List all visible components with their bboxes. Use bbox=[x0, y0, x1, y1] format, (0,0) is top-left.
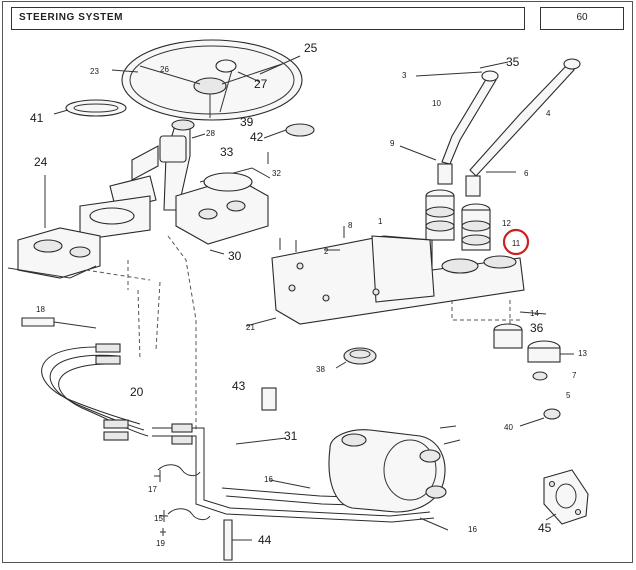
levers-drawing bbox=[399, 58, 581, 197]
callout-10: 10 bbox=[432, 99, 441, 108]
cap-38-drawing bbox=[343, 347, 377, 365]
highlight-label: 11 bbox=[512, 239, 521, 248]
mounting-plate-drawing bbox=[175, 167, 271, 245]
callout-leaders bbox=[53, 55, 557, 531]
callout-44: 44 bbox=[258, 533, 272, 547]
callout-41: 41 bbox=[30, 111, 44, 125]
callout-15: 15 bbox=[154, 514, 163, 523]
callout-7: 7 bbox=[572, 371, 577, 380]
bracket-24-drawing bbox=[7, 175, 101, 279]
callout-20: 20 bbox=[130, 385, 144, 399]
callout-39: 39 bbox=[240, 115, 254, 129]
callout-14: 14 bbox=[530, 309, 539, 318]
callout-35: 35 bbox=[506, 55, 520, 69]
header-title-box: STEERING SYSTEM bbox=[11, 7, 525, 30]
callout-30: 30 bbox=[228, 249, 242, 263]
callout-31: 31 bbox=[284, 429, 298, 443]
flange-45-drawing bbox=[543, 469, 589, 525]
grommet-42-drawing bbox=[267, 123, 315, 164]
callout-18: 18 bbox=[36, 305, 45, 314]
callout-8: 8 bbox=[348, 221, 353, 230]
valve-body-drawing bbox=[271, 226, 525, 325]
callout-23: 23 bbox=[90, 67, 99, 76]
callout-38: 38 bbox=[316, 365, 325, 374]
highlight-ring bbox=[502, 228, 530, 256]
callout-13: 13 bbox=[578, 349, 587, 358]
callout-43: 43 bbox=[232, 379, 246, 393]
callout-40: 40 bbox=[504, 423, 513, 432]
callout-17: 17 bbox=[148, 485, 157, 494]
header-title: STEERING SYSTEM bbox=[19, 12, 124, 23]
callout-12: 12 bbox=[502, 219, 511, 228]
callout-28: 28 bbox=[206, 129, 215, 138]
callout-9: 9 bbox=[390, 139, 395, 148]
steering-column-drawing bbox=[79, 119, 206, 241]
callout-4: 4 bbox=[546, 109, 551, 118]
callout-19: 19 bbox=[156, 539, 165, 548]
header-page-box: 60 bbox=[540, 7, 624, 30]
gasket-41-drawing bbox=[65, 99, 127, 117]
page-number: 60 bbox=[576, 12, 588, 23]
callout-2: 2 bbox=[324, 247, 329, 256]
callout-42: 42 bbox=[250, 130, 264, 144]
callout-24: 24 bbox=[34, 155, 48, 169]
callout-27: 27 bbox=[254, 77, 268, 91]
valve-stack-drawing bbox=[425, 189, 491, 251]
callout-45: 45 bbox=[538, 521, 552, 535]
callout-3: 3 bbox=[402, 71, 407, 80]
callout-26: 26 bbox=[160, 65, 169, 74]
callout-21: 21 bbox=[246, 323, 255, 332]
callout-6: 6 bbox=[524, 169, 529, 178]
oil-tank-drawing bbox=[328, 425, 461, 513]
callout-25: 25 bbox=[304, 41, 318, 55]
callout-16: 16 bbox=[264, 475, 273, 484]
callout-36: 36 bbox=[530, 321, 544, 335]
callout-33: 33 bbox=[220, 145, 234, 159]
right-fittings-drawing bbox=[493, 323, 574, 420]
callout-1: 1 bbox=[378, 217, 383, 226]
steering-wheel-drawing bbox=[121, 39, 303, 121]
sheet-border bbox=[2, 1, 633, 563]
callout-5: 5 bbox=[566, 391, 571, 400]
callout-16: 16 bbox=[468, 525, 477, 534]
hoses-drawing bbox=[21, 317, 149, 441]
highlighted-part-marker[interactable]: 11 bbox=[502, 228, 530, 256]
callout-32: 32 bbox=[272, 169, 281, 178]
small-fittings-drawing bbox=[154, 387, 277, 561]
